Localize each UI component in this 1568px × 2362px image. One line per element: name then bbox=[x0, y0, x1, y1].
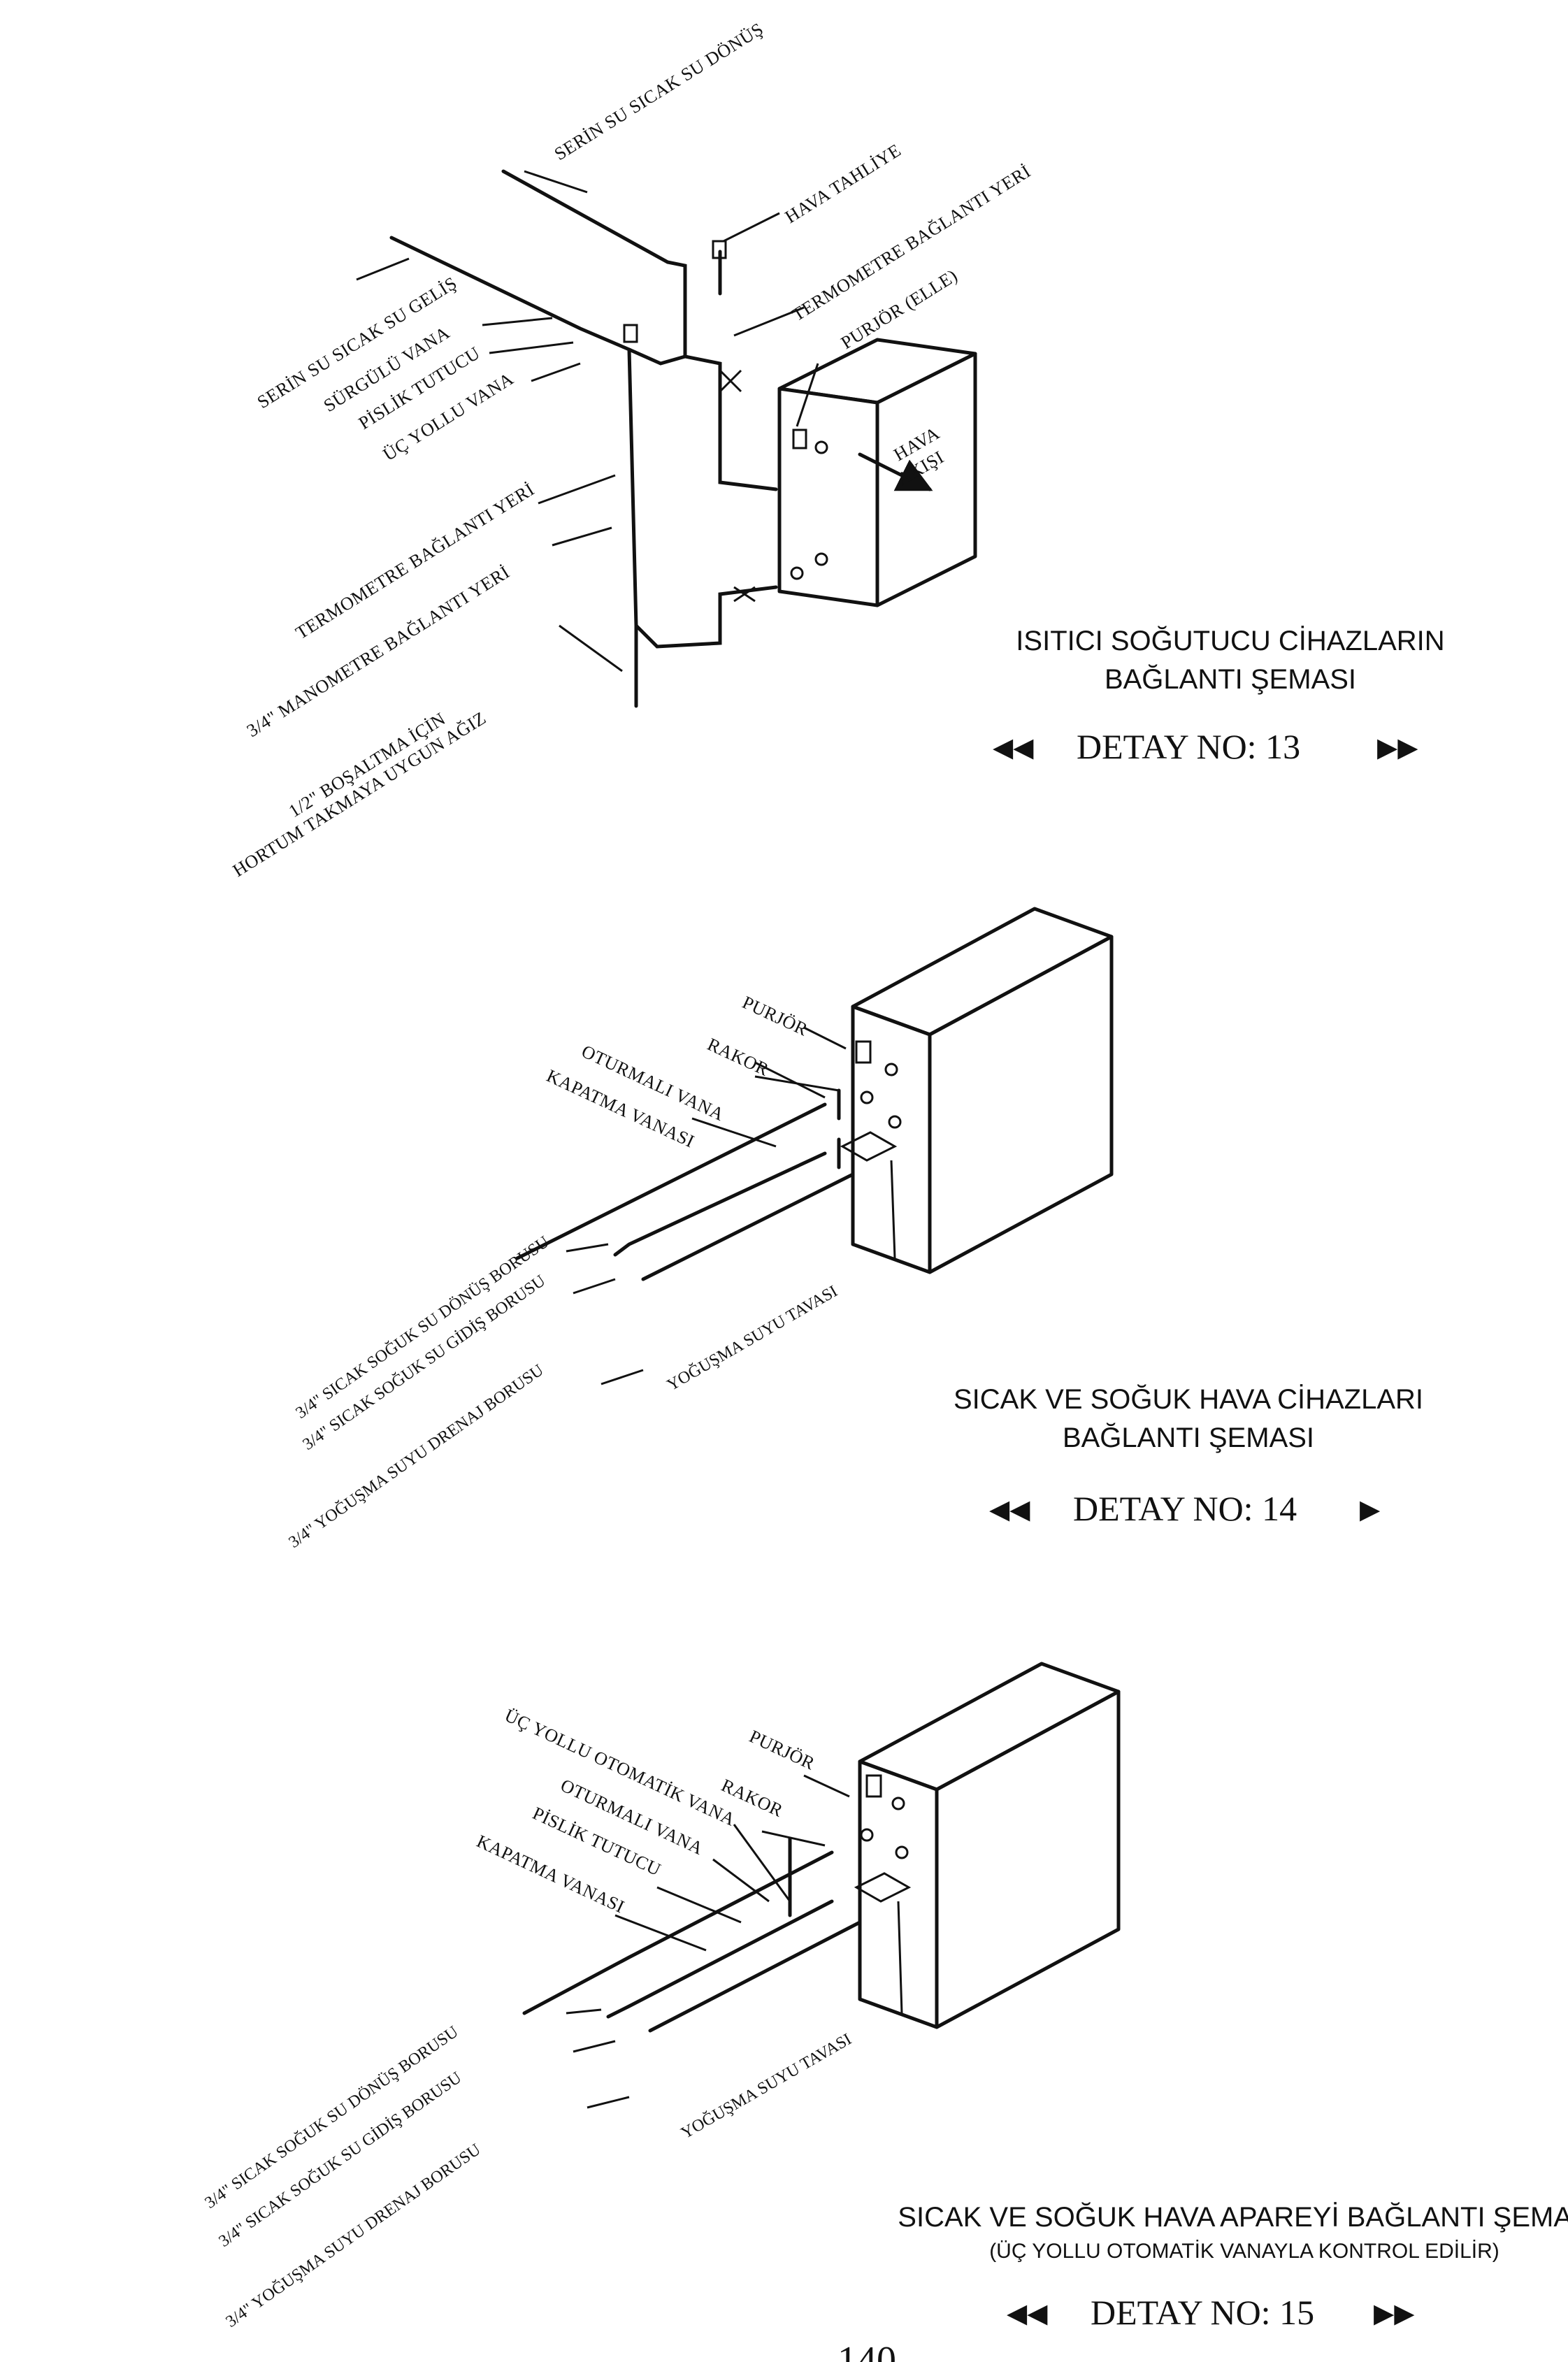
label-pan-14: YOĞUŞMA SUYU TAVASI bbox=[664, 1282, 841, 1395]
coil-unit-13 bbox=[777, 338, 977, 607]
label-union-14: RAKOR bbox=[704, 1034, 772, 1080]
label-supply-pipe-14: 3/4" SICAK SOĞUK SU GİDİŞ BORUSU bbox=[300, 1272, 549, 1454]
label-supply-pipe-15: 3/4" SICAK SOĞUK SU GİDİŞ BORUSU bbox=[216, 2068, 466, 2251]
label-pan-15: YOĞUŞMA SUYU TAVASI bbox=[678, 2030, 855, 2143]
detail-15-nav-left: ◀◀ bbox=[1007, 2298, 1048, 2328]
detail-13-number: DETAY NO: 13 bbox=[1077, 727, 1300, 766]
label-return: SERİN SU SICAK SU DÖNÜŞ bbox=[551, 19, 767, 164]
detail-14-nav-right: ▶ bbox=[1360, 1494, 1381, 1525]
detail-13-diagram bbox=[356, 169, 977, 708]
detail-14-diagram bbox=[515, 907, 1114, 1385]
detail-14-nav-left: ◀◀ bbox=[989, 1494, 1030, 1525]
detail-14-title-1: SICAK VE SOĞUK HAVA CİHAZLARI bbox=[954, 1383, 1423, 1415]
detail-15-title-2: (ÜÇ YOLLU OTOMATİK VANAYLA KONTROL EDİLİ… bbox=[989, 2240, 1499, 2263]
fan-coil-unit-15 bbox=[854, 1662, 1121, 2029]
detail-15-labels: PURJÖR ÜÇ YOLLU OTOMATİK VANA RAKOR OTUR… bbox=[202, 1705, 855, 2331]
page-number: 140 bbox=[837, 2339, 896, 2362]
detail-13-nav-right: ▶▶ bbox=[1377, 732, 1418, 763]
detail-14-number: DETAY NO: 14 bbox=[1073, 1489, 1297, 1528]
detail-15-diagram bbox=[522, 1662, 1121, 2109]
label-purge-14: PURJÖR bbox=[739, 992, 811, 1040]
label-three-way-valve: ÜÇ YOLLU VANA bbox=[380, 368, 517, 465]
detail-14-title-2: BAĞLANTI ŞEMASI bbox=[1063, 1422, 1314, 1453]
detail-14-labels: PURJÖR RAKOR OTURMALI VANA KAPATMA VANAS… bbox=[286, 992, 841, 1552]
detail-13-nav-left: ◀◀ bbox=[993, 732, 1034, 763]
detail-15-caption: SICAK VE SOĞUK HAVA APAREYİ BAĞLANTI ŞEM… bbox=[898, 2201, 1568, 2332]
label-drain-2: HORTUM TAKMAYA UYGUN AĞIZ bbox=[229, 707, 490, 881]
detail-15-nav-right: ▶▶ bbox=[1374, 2298, 1415, 2328]
fan-coil-unit-14 bbox=[840, 907, 1114, 1274]
label-air-vent: HAVA TAHLİYE bbox=[782, 140, 905, 227]
detail-13-caption: ISITICI SOĞUTUCU CİHAZLARIN BAĞLANTI ŞEM… bbox=[993, 625, 1445, 766]
label-purge-15: PURJÖR bbox=[746, 1726, 818, 1774]
detail-15-title-1: SICAK VE SOĞUK HAVA APAREYİ BAĞLANTI ŞEM… bbox=[898, 2201, 1568, 2233]
detail-13-title-2: BAĞLANTI ŞEMASI bbox=[1105, 663, 1356, 695]
detail-13-title-1: ISITICI SOĞUTUCU CİHAZLARIN bbox=[1016, 625, 1444, 656]
detail-15-number: DETAY NO: 15 bbox=[1091, 2293, 1314, 2332]
detail-14-caption: SICAK VE SOĞUK HAVA CİHAZLARI BAĞLANTI Ş… bbox=[954, 1383, 1423, 1528]
